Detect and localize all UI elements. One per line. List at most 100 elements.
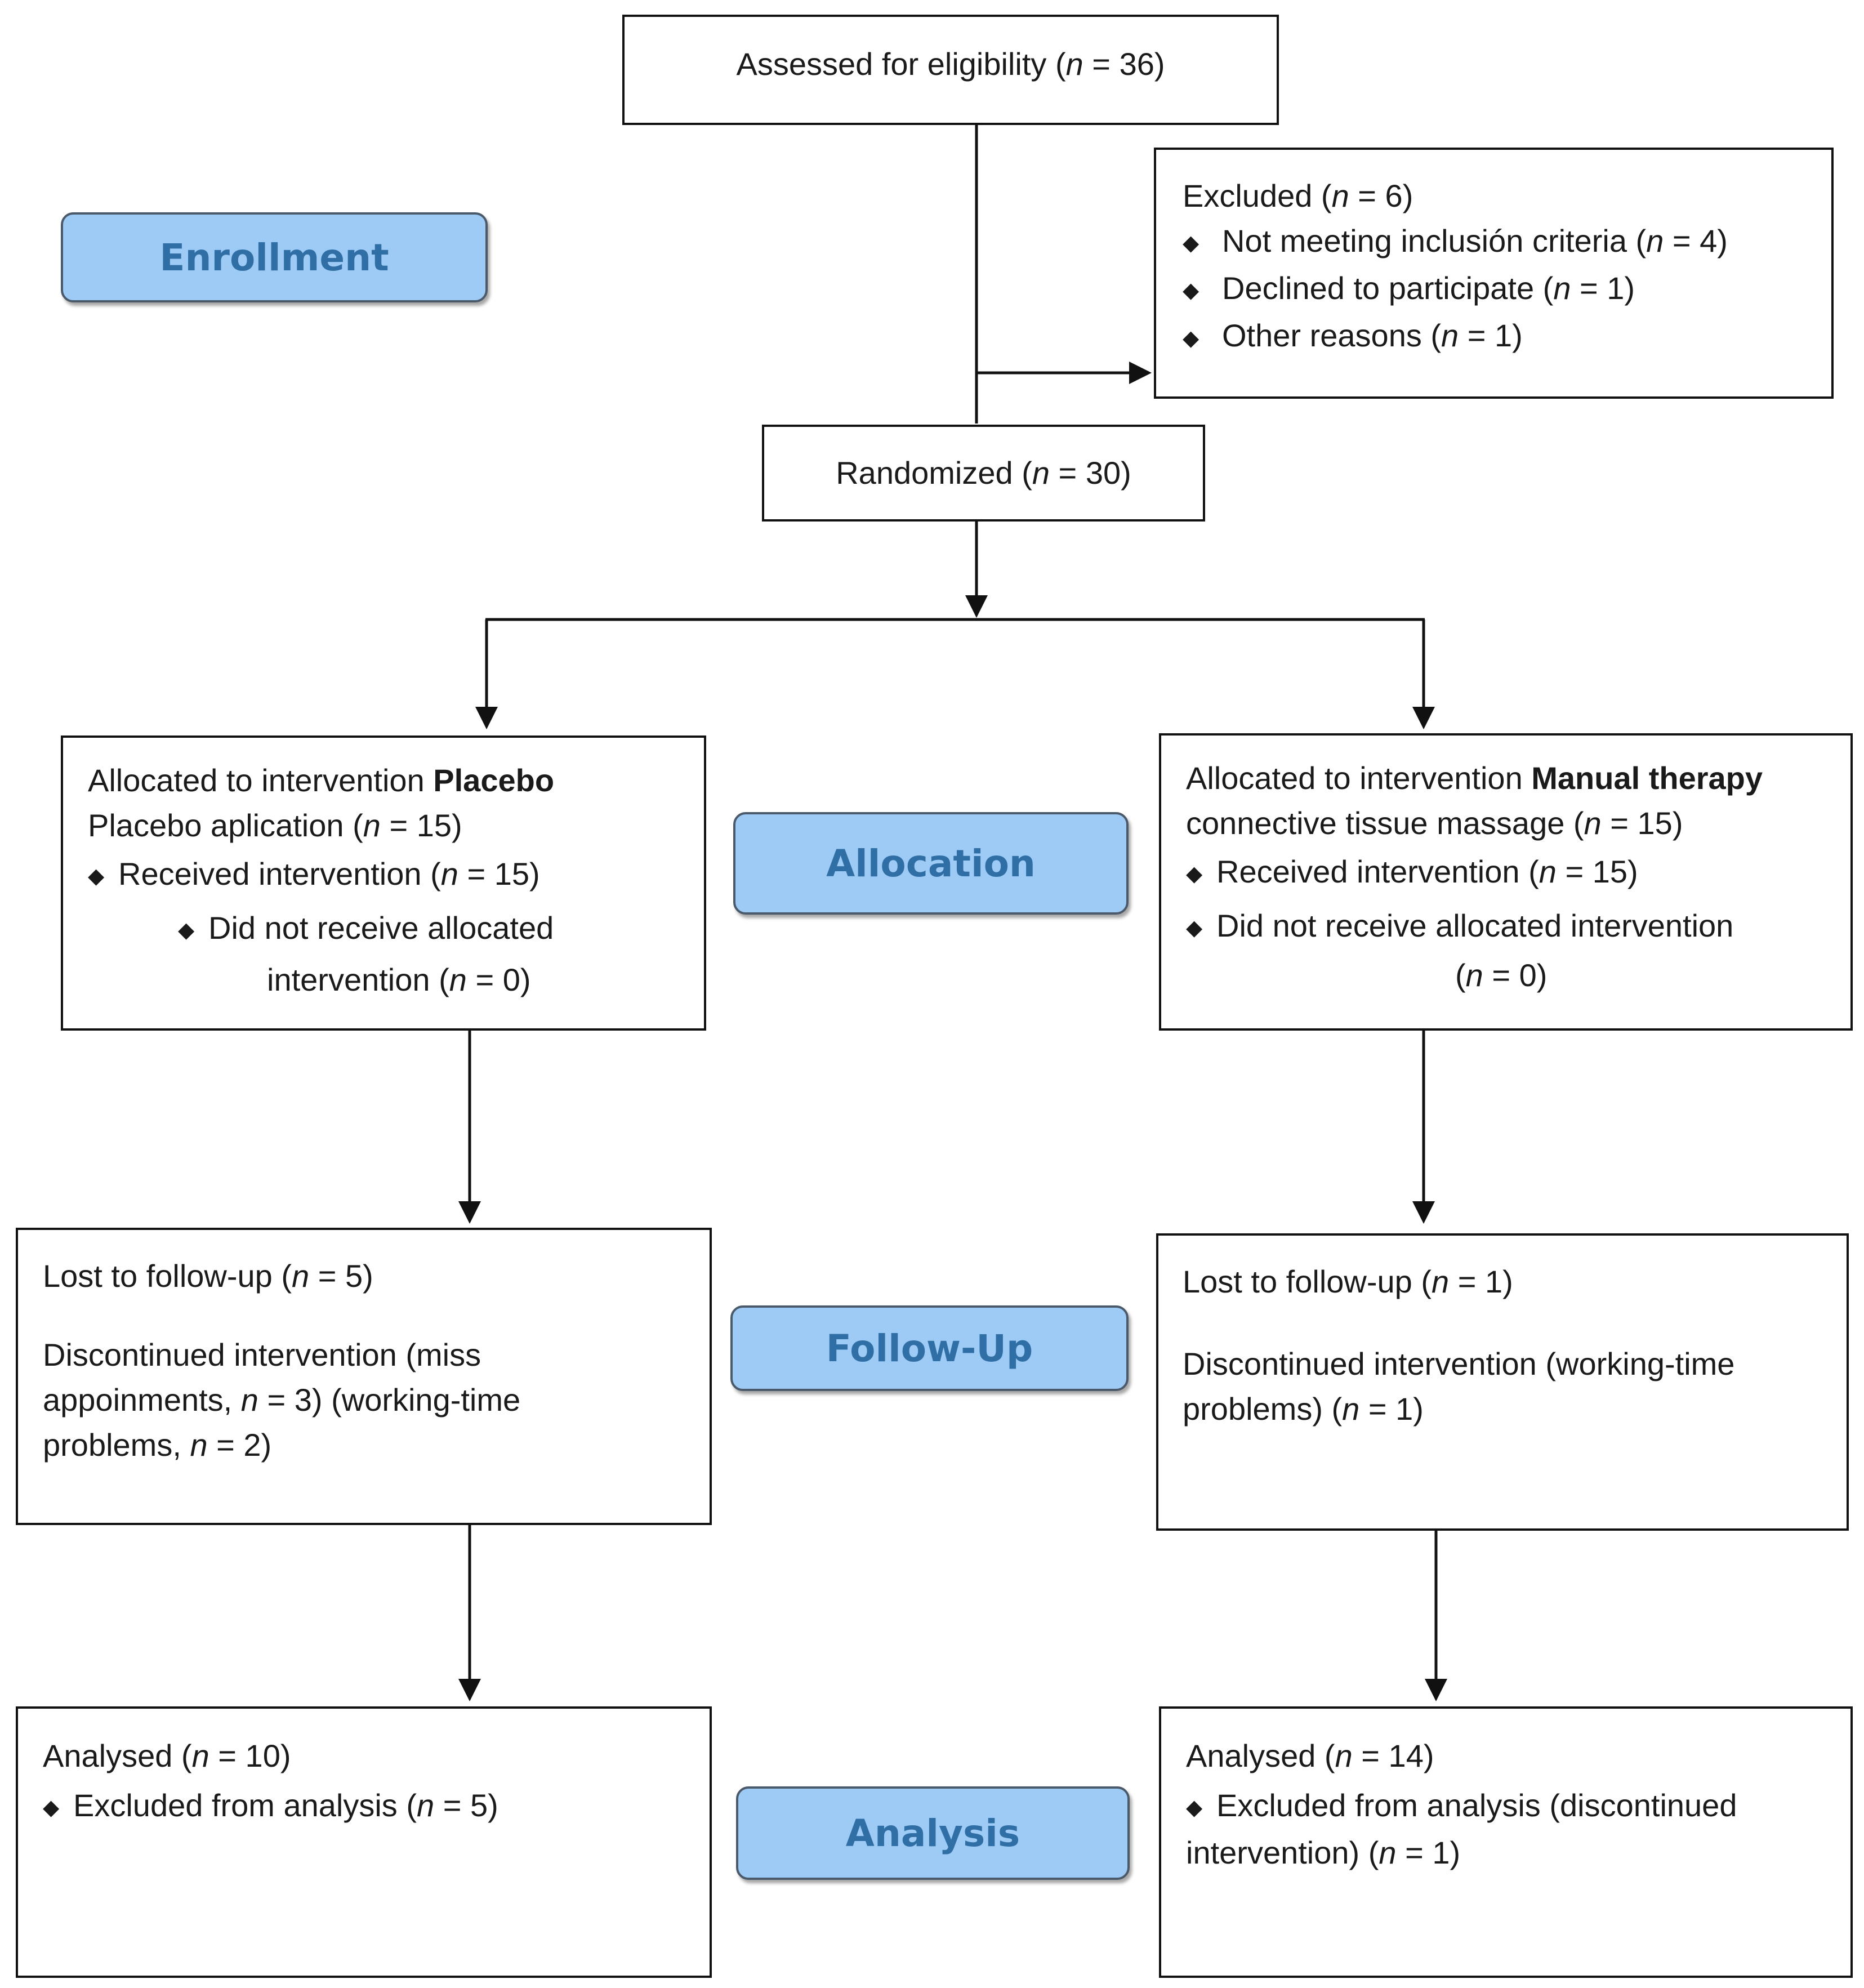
text-line: intervention) (n = 1) xyxy=(1186,1830,1737,1875)
excluded-item: ◆ Not meeting inclusión criteria (n = 4) xyxy=(1183,219,1728,266)
text-span: = 1) xyxy=(1449,1264,1513,1299)
text-span: = 0) xyxy=(1483,957,1548,993)
n-symbol: n xyxy=(191,1738,209,1773)
bullet-icon: ◆ xyxy=(88,864,105,889)
text-span: Allocated to intervention xyxy=(88,763,434,798)
text-line: ◆Received intervention (n = 15) xyxy=(88,852,554,899)
excluded-text: Excluded (n = 6) ◆ Not meeting inclusión … xyxy=(1183,173,1728,361)
text-line: Lost to follow-up (n = 5) xyxy=(43,1254,520,1299)
text-span: = 0) xyxy=(466,962,531,998)
text-line: connective tissue massage (n = 15) xyxy=(1186,801,1763,846)
randomized-box xyxy=(762,425,1205,521)
excluded-title: Excluded (n = 6) xyxy=(1183,173,1728,219)
placebo-followup-box xyxy=(16,1228,712,1525)
n-symbol: n xyxy=(1065,46,1083,82)
text-span: Lost to follow-up ( xyxy=(43,1258,292,1294)
group-name: Manual therapy xyxy=(1531,760,1763,796)
text-line: (n = 0) xyxy=(1186,953,1763,998)
n-symbol: n xyxy=(240,1382,258,1418)
n-symbol: n xyxy=(449,962,467,998)
text-span: = 3) (working-time xyxy=(258,1382,521,1418)
n-symbol: n xyxy=(190,1427,208,1463)
manual-followup-text: Lost to follow-up (n = 1) Discontinued i… xyxy=(1183,1259,1734,1432)
manual-followup-box xyxy=(1156,1233,1849,1531)
n-symbol: n xyxy=(1335,1738,1353,1773)
text-line: ◆Did not receive allocated xyxy=(88,906,554,953)
text-line: ◆Received intervention (n = 15) xyxy=(1186,849,1763,897)
text-span: connective tissue massage ( xyxy=(1186,805,1584,841)
text-span: appoinments, xyxy=(43,1382,241,1418)
n-symbol: n xyxy=(1646,223,1664,258)
text-line: Allocated to intervention Placebo xyxy=(88,758,554,803)
bullet-icon: ◆ xyxy=(1186,1796,1203,1820)
text-span: Lost to follow-up ( xyxy=(1183,1264,1432,1299)
text-span: Analysed ( xyxy=(43,1738,192,1773)
text-span: Excluded from analysis (discontinued xyxy=(1216,1788,1737,1823)
text-line: Analysed (n = 14) xyxy=(1186,1733,1737,1778)
n-symbol: n xyxy=(1441,318,1459,354)
n-symbol: n xyxy=(417,1788,435,1823)
manual-allocation-text: Allocated to intervention Manual therapy… xyxy=(1186,756,1763,998)
text-span: Analysed ( xyxy=(1186,1738,1335,1773)
text-span: ( xyxy=(1455,957,1466,993)
text-span: Did not receive allocated intervention xyxy=(1216,908,1734,944)
bullet-icon: ◆ xyxy=(43,1796,60,1820)
text-span: Allocated to intervention xyxy=(1186,760,1532,796)
excluded-box xyxy=(1154,148,1834,399)
text-line: ◆Did not receive allocated intervention xyxy=(1186,903,1763,951)
text-line: Discontinued intervention (working-time xyxy=(1183,1346,1735,1381)
phase-follow-up: Follow-Up xyxy=(730,1305,1129,1391)
text-span: = 15) xyxy=(458,856,540,892)
text-span: Excluded ( xyxy=(1183,178,1332,213)
text-span: problems, xyxy=(43,1427,190,1463)
bullet-icon: ◆ xyxy=(1183,231,1199,256)
phase-allocation: Allocation xyxy=(733,812,1129,915)
text-span: = 15) xyxy=(1601,805,1683,841)
text-line: Discontinued intervention (miss xyxy=(43,1337,481,1372)
text-line: problems, n = 2) xyxy=(43,1423,520,1468)
text-span: Placebo aplication ( xyxy=(88,808,363,843)
text-span: = 5) xyxy=(434,1788,498,1823)
text-line: ◆ Excluded from analysis (n = 5) xyxy=(43,1783,498,1830)
n-symbol: n xyxy=(1553,270,1571,306)
text-line: intervention (n = 0) xyxy=(88,957,554,1002)
text-span: = 1) xyxy=(1459,318,1523,354)
text-span: Other reasons ( xyxy=(1222,318,1442,354)
n-symbol: n xyxy=(363,808,381,843)
n-symbol: n xyxy=(1331,178,1349,213)
text-span: = 2) xyxy=(207,1427,272,1463)
text-span: Excluded from analysis ( xyxy=(73,1788,417,1823)
bullet-icon: ◆ xyxy=(1183,326,1199,350)
excluded-item: ◆ Other reasons (n = 1) xyxy=(1183,313,1728,360)
text-span: Randomized ( xyxy=(836,455,1032,491)
text-span: intervention ( xyxy=(267,962,449,998)
manual-allocation-box xyxy=(1159,733,1853,1031)
text-span: = 10) xyxy=(209,1738,291,1773)
text-span: Assessed for eligibility ( xyxy=(736,46,1066,82)
bullet-icon: ◆ xyxy=(178,919,195,943)
text-span: = 1) xyxy=(1571,270,1635,306)
placebo-analysis-text: Analysed (n = 10) ◆Excluded from analysi… xyxy=(43,1733,498,1830)
n-symbol: n xyxy=(291,1258,310,1294)
text-span: = 30) xyxy=(1050,455,1131,491)
text-span: = 4) xyxy=(1664,223,1728,258)
bullet-icon: ◆ xyxy=(1183,279,1199,303)
text-span: = 1) xyxy=(1396,1835,1461,1871)
text-span: Not meeting inclusión criteria ( xyxy=(1222,223,1647,258)
text-line: problems) (n = 1) xyxy=(1183,1387,1734,1432)
excluded-item: ◆Declined to participate (n = 1) xyxy=(1183,266,1728,313)
text-span: = 15) xyxy=(1556,854,1638,889)
n-symbol: n xyxy=(1342,1391,1360,1427)
text-span: = 5) xyxy=(309,1258,373,1294)
n-symbol: n xyxy=(1584,805,1602,841)
n-symbol: n xyxy=(440,856,458,892)
text-line: Analysed (n = 10) xyxy=(43,1733,498,1778)
text-line: Allocated to intervention Manual therapy xyxy=(1186,756,1763,801)
phase-analysis: Analysis xyxy=(736,1786,1130,1880)
text-span: intervention) ( xyxy=(1186,1835,1379,1871)
n-symbol: n xyxy=(1431,1264,1450,1299)
text-span: = 1) xyxy=(1359,1391,1424,1427)
text-span: = 14) xyxy=(1352,1738,1434,1773)
n-symbol: n xyxy=(1465,957,1483,993)
